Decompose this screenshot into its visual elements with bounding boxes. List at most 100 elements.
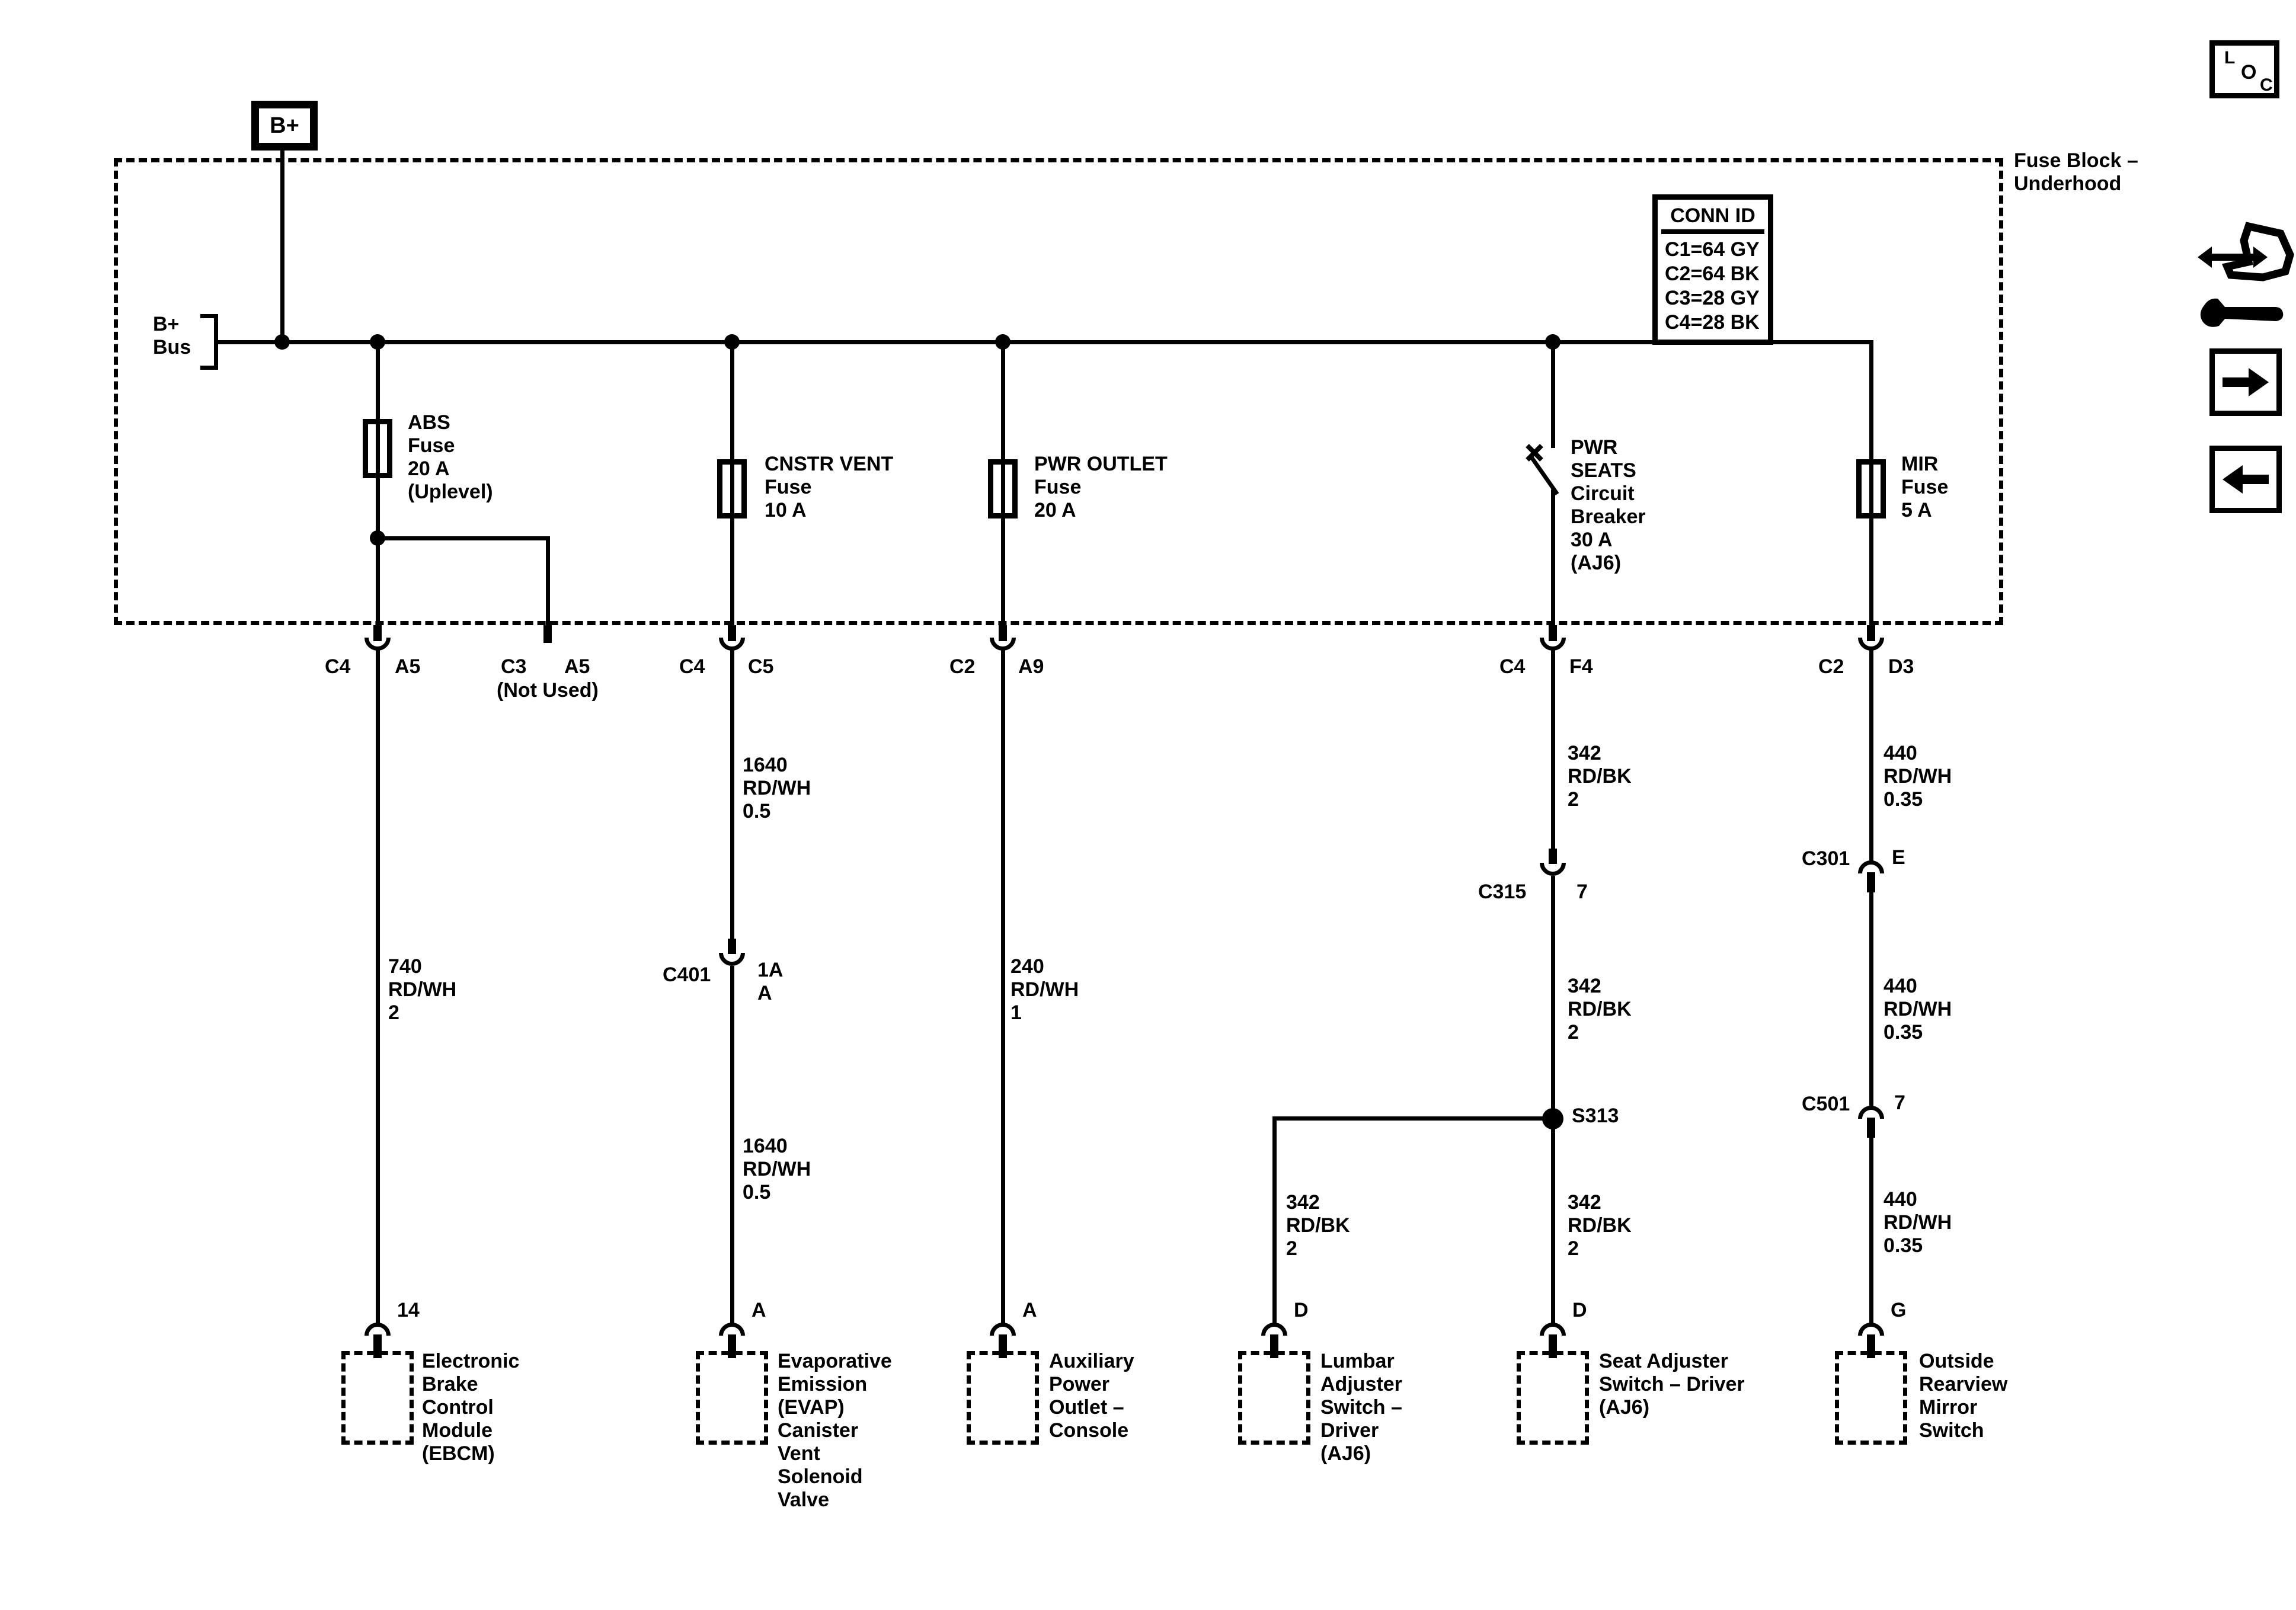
mir-fuse-label: MIR Fuse 5 A: [1901, 453, 1949, 521]
component-box-seat-adjuster: [1517, 1351, 1589, 1445]
wire-label: 342 RD/BK 2: [1286, 1191, 1350, 1260]
pin-label: 7: [1894, 1092, 1905, 1114]
pin-label: 1A A: [757, 959, 784, 1004]
component-label: Electronic Brake Control Module (EBCM): [422, 1350, 520, 1465]
wire-label: 342 RD/BK 2: [1568, 1191, 1632, 1260]
pin-label: A9: [1018, 655, 1044, 678]
wire-segment: [376, 536, 550, 540]
abs-fuse-label: ABS Fuse 20 A (Uplevel): [408, 411, 493, 503]
b-plus-power-symbol: B+: [251, 101, 318, 151]
connector-label: C4: [679, 655, 705, 678]
connector-arc: [364, 1323, 391, 1336]
connector-label: C3: [501, 655, 527, 678]
component-label: Seat Adjuster Switch – Driver (AJ6): [1599, 1350, 1745, 1419]
wire-segment: [1551, 648, 1555, 850]
connector-stub: [1549, 625, 1557, 641]
loc-letter-l: L: [2224, 48, 2236, 68]
pin-label: C5: [748, 655, 774, 678]
pin-label: F4: [1569, 655, 1593, 678]
connector-arc: [1540, 1323, 1566, 1336]
connector-arc: [719, 1323, 745, 1336]
pin-label: D3: [1888, 655, 1914, 678]
wire-segment: [730, 342, 734, 625]
splice-label: S313: [1572, 1105, 1619, 1127]
pwr-outlet-fuse-label: PWR OUTLET Fuse 20 A: [1034, 453, 1168, 521]
component-label: Outside Rearview Mirror Switch: [1919, 1350, 2008, 1442]
connector-arc: [1858, 860, 1884, 873]
pin-label: 7: [1576, 881, 1588, 903]
wire-label: 440 RD/WH 0.35: [1884, 742, 1952, 811]
pwr-outlet-fuse-symbol: [988, 459, 1018, 518]
wire-segment: [1869, 648, 1873, 862]
component-box-mirror: [1835, 1351, 1907, 1445]
component-box-evap: [696, 1351, 768, 1445]
wire-segment: [1869, 892, 1873, 1107]
connector-label: C4: [325, 655, 351, 678]
component-box-ebcm: [341, 1351, 414, 1445]
connector-label: C4: [1499, 655, 1526, 678]
loc-letter-o: O: [2241, 61, 2257, 84]
previous-page-button[interactable]: [2209, 446, 2282, 513]
conn-id-rows: C1=64 GY C2=64 BK C3=28 GY C4=28 BK: [1665, 238, 1760, 334]
wire-segment: [376, 342, 380, 625]
component-label: Auxiliary Power Outlet – Console: [1049, 1350, 1134, 1442]
arrow-right-icon: [2223, 368, 2269, 396]
loc-button[interactable]: L O C: [2209, 40, 2279, 98]
connector-label: C501: [1802, 1093, 1850, 1115]
loc-letter-c: C: [2260, 75, 2273, 95]
arrow-left-icon: [2223, 465, 2269, 494]
conn-id-table: CONN ID C1=64 GY C2=64 BK C3=28 GY C4=28…: [1652, 194, 1773, 345]
repair-wrench-icon[interactable]: [2192, 220, 2296, 339]
pin-label: 14: [397, 1299, 420, 1321]
connector-stub: [728, 625, 736, 641]
wire-label: 342 RD/BK 2: [1568, 742, 1632, 811]
cnstr-vent-fuse-label: CNSTR VENT Fuse 10 A: [765, 453, 894, 521]
connector-stub: [1867, 872, 1875, 892]
conn-id-title: CONN ID: [1661, 202, 1764, 234]
wire-segment: [1001, 342, 1005, 625]
wire-segment: [1869, 342, 1873, 625]
component-box-aux-outlet: [967, 1351, 1039, 1445]
wire-segment: [546, 536, 550, 625]
junction-dot: [274, 334, 290, 350]
wire-label: 240 RD/WH 1: [1011, 955, 1079, 1024]
wire-label: 440 RD/WH 0.35: [1884, 975, 1952, 1044]
connector-label: C2: [949, 655, 976, 678]
pin-label: G: [1891, 1299, 1907, 1321]
wire-segment: [1272, 1116, 1277, 1325]
pin-label: A: [1022, 1299, 1037, 1321]
wire-label: 1640 RD/WH 0.5: [743, 1135, 811, 1204]
wire-segment: [1551, 489, 1555, 625]
component-label: Evaporative Emission (EVAP) Canister Ven…: [778, 1350, 892, 1511]
wire-label: 740 RD/WH 2: [388, 955, 457, 1024]
next-page-button[interactable]: [2209, 348, 2282, 416]
connector-arc: [1261, 1323, 1287, 1336]
connector-stub: [373, 625, 382, 641]
wire-segment: [1551, 342, 1555, 448]
connector-stub: [999, 625, 1007, 641]
wire-segment: [1869, 1138, 1873, 1325]
mir-fuse-symbol: [1856, 459, 1886, 518]
wire-segment: [1272, 1116, 1555, 1121]
connector-label: C315: [1478, 881, 1527, 903]
connector-label: C301: [1802, 847, 1850, 870]
connector-label: C401: [663, 964, 711, 986]
connector-stub: [1867, 625, 1875, 641]
wire-segment: [730, 648, 734, 940]
pin-label: D: [1294, 1299, 1309, 1321]
fuse-block-title: Fuse Block – Underhood: [2014, 149, 2138, 195]
wire-segment: [730, 966, 734, 1325]
component-label: Lumbar Adjuster Switch – Driver (AJ6): [1320, 1350, 1402, 1465]
connector-stub: [1549, 849, 1557, 864]
connector-arc: [719, 953, 745, 966]
connector-stub: [543, 625, 552, 643]
bus-label: B+ Bus: [153, 313, 191, 359]
junction-dot: [370, 530, 385, 546]
fuse-block-boundary: [114, 158, 2003, 625]
connector-label: C2: [1818, 655, 1844, 678]
bus-bracket: [200, 314, 218, 370]
splice-dot: [1542, 1108, 1563, 1129]
connector-stub: [1867, 1118, 1875, 1138]
wire-segment: [1001, 648, 1005, 1325]
